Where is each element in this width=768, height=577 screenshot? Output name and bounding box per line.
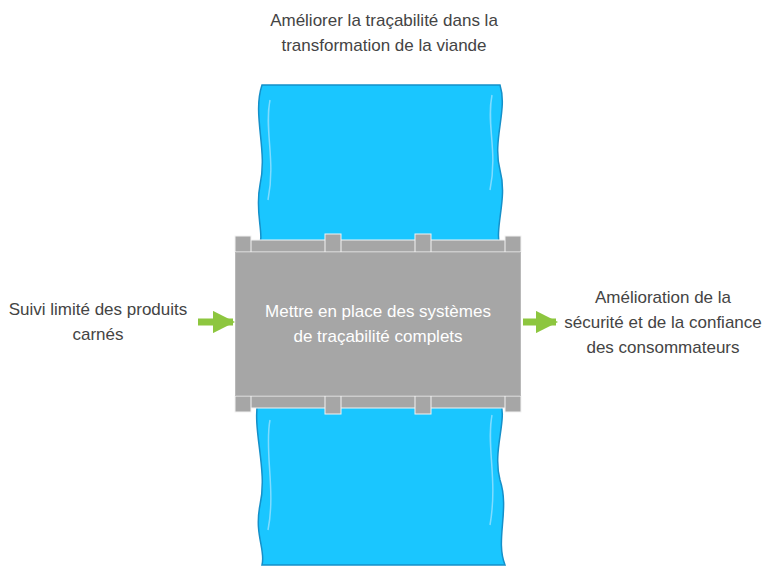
river-ripple xyxy=(268,100,271,200)
river-ripple xyxy=(490,95,493,190)
node-text: Suivi limité des produits carnés xyxy=(6,297,190,347)
process-box: Mettre en place des systèmes de traçabil… xyxy=(235,252,521,396)
diagram-title: Améliorer la traçabilité dans la transfo… xyxy=(214,8,554,58)
node-text: Amélioration de la sécurité et de la con… xyxy=(564,285,762,360)
bridge-rails xyxy=(235,234,521,414)
input-text-block: Suivi limité des produits carnés xyxy=(0,297,196,347)
flow-arrow xyxy=(523,319,556,326)
node-text: Mettre en place des systèmes de traçabil… xyxy=(262,299,494,349)
flow-arrow xyxy=(198,319,233,326)
river-ripple xyxy=(490,415,493,525)
river-ripple xyxy=(268,420,271,530)
outcome-text-block: Amélioration de la sécurité et de la con… xyxy=(558,285,768,360)
